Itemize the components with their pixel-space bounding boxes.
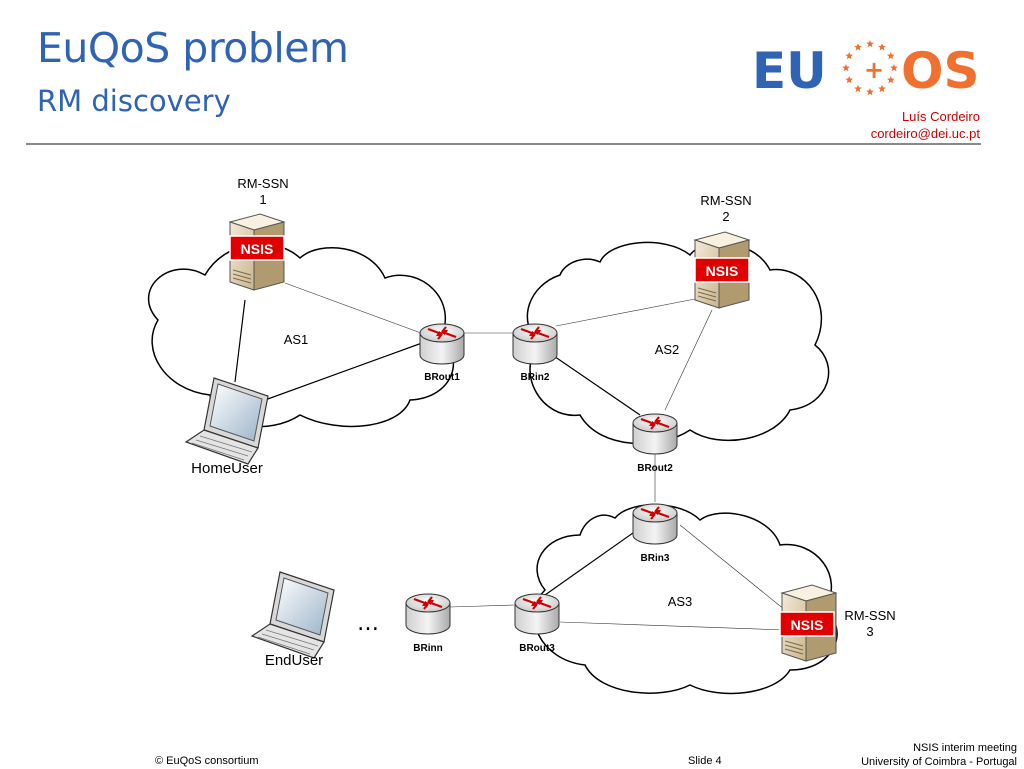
logo-star <box>866 88 874 96</box>
logo-star-ring: + <box>842 40 898 96</box>
logo-star <box>886 76 895 84</box>
server-rmssn1: NSIS <box>229 213 285 291</box>
server-rmssn2: NSIS <box>694 231 750 309</box>
rmssn1-label-line1: RM-SSN <box>237 176 288 191</box>
cloud-as2 <box>526 241 830 445</box>
rmssn3-label-line1: RM-SSN <box>844 608 895 623</box>
router-brout2 <box>631 412 679 456</box>
nsis-badge-1 <box>229 235 285 261</box>
router-brout1 <box>418 322 466 366</box>
logo-star <box>890 64 898 72</box>
brout2-label: BRout2 <box>637 463 673 474</box>
brout3-label: BRout3 <box>519 643 555 654</box>
rmssn2-label-line2: 2 <box>722 209 729 224</box>
author-email: cordeiro@dei.uc.pt <box>870 126 980 141</box>
as3-label: AS3 <box>668 594 693 609</box>
router-brin2 <box>511 322 559 366</box>
footer-meeting-name: NSIS interim meeting <box>913 742 1017 754</box>
footer-institution: University of Coimbra - Portugal <box>861 756 1017 768</box>
nsis-badge-3 <box>779 611 835 637</box>
slide-subtitle: RM discovery <box>37 84 231 118</box>
nsis-badge-2-label: NSIS <box>706 263 739 279</box>
logo-star <box>886 52 895 60</box>
logo-star <box>878 43 886 51</box>
nsis-badge-2 <box>694 257 750 283</box>
logo-star <box>854 43 862 51</box>
homeuser-label: HomeUser <box>191 460 263 477</box>
brout1-label: BRout1 <box>424 372 460 383</box>
router-brin3 <box>631 502 679 546</box>
nsis-badge-1-label: NSIS <box>241 241 274 257</box>
network-diagram: NSIS NSIS NSIS RM-SSN 1 RM-SSN 2 RM-SSN … <box>147 176 896 695</box>
brin3-label: BRin3 <box>641 553 670 564</box>
rmssn2-label-line1: RM-SSN <box>700 193 751 208</box>
footer-slide-number: Slide 4 <box>688 755 722 767</box>
laptop-enduser <box>251 571 335 659</box>
as2-label: AS2 <box>655 342 680 357</box>
brin2-label: BRin2 <box>521 372 550 383</box>
logo-star <box>878 84 886 93</box>
logo-star <box>842 64 850 72</box>
enduser-label: EndUser <box>265 652 323 669</box>
footer-copyright: © EuQoS consortium <box>155 755 259 767</box>
cloud-as1 <box>147 243 455 428</box>
router-brinn <box>404 592 452 636</box>
logo-text-eu: EU <box>752 42 827 100</box>
footer-meeting-info: NSIS interim meeting University of Coimb… <box>861 741 1017 769</box>
author-name: Luís Cordeiro <box>901 109 980 124</box>
links <box>234 282 786 631</box>
slide-title: EuQoS problem <box>37 24 349 72</box>
logo-text-os: OS <box>901 42 980 100</box>
author-block: Luís Cordeiro cordeiro@dei.uc.pt <box>871 108 980 142</box>
rmssn1-label-line2: 1 <box>259 192 266 207</box>
logo-star <box>866 40 874 48</box>
logo-plus-sign: + <box>864 56 884 84</box>
euqos-logo: EU + OS <box>752 40 980 100</box>
ellipsis-label: … <box>357 611 379 636</box>
header-divider <box>26 143 981 145</box>
logo-star <box>845 76 854 84</box>
logo-star <box>854 84 862 93</box>
router-brout3 <box>513 592 561 636</box>
server-rmssn3: NSIS <box>779 584 837 662</box>
brinn-label: BRinn <box>413 643 442 654</box>
logo-star <box>845 52 854 60</box>
rmssn3-label-line2: 3 <box>866 624 873 639</box>
nsis-badge-3-label: NSIS <box>791 617 824 633</box>
as1-label: AS1 <box>284 332 309 347</box>
